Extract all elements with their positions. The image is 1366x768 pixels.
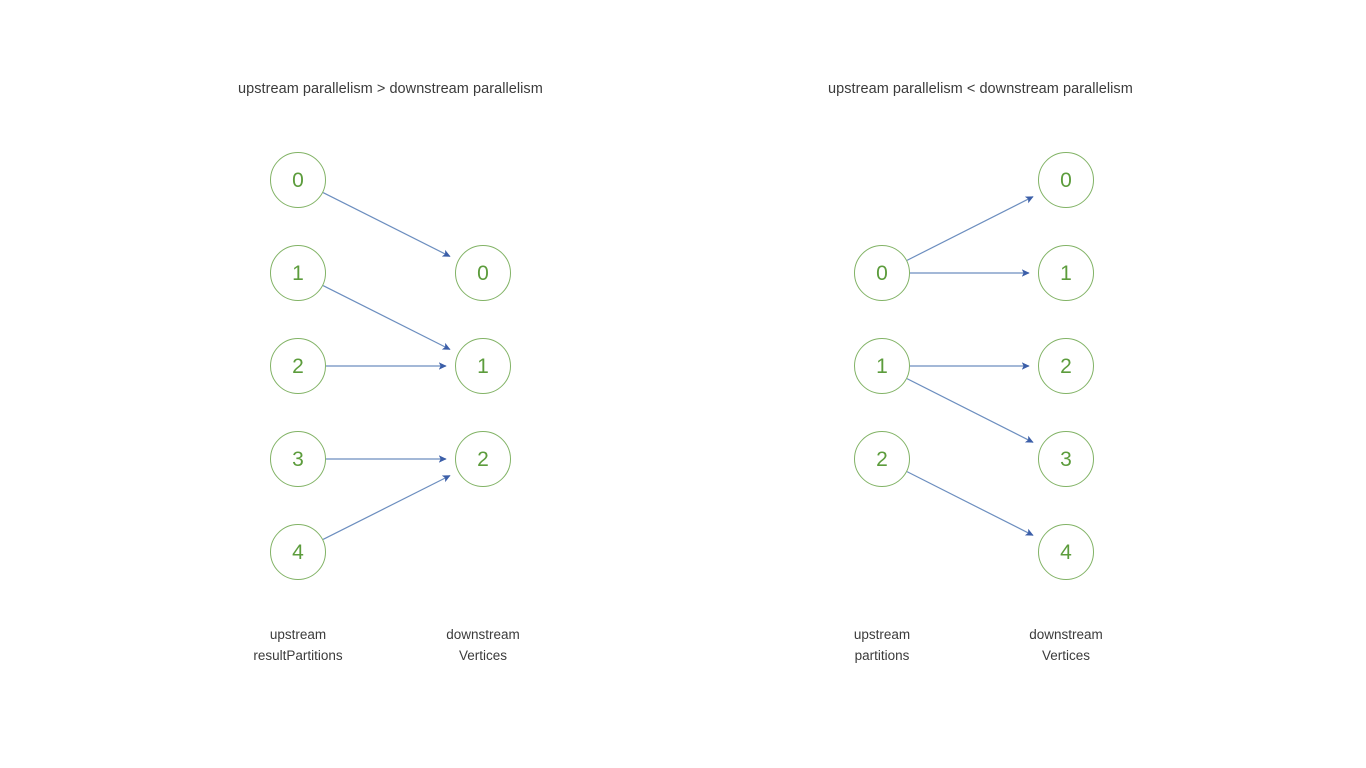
node-right-downstream-3: 3 xyxy=(1038,431,1094,487)
node-left-downstream-0: 0 xyxy=(455,245,511,301)
panel-title-left: upstream parallelism > downstream parall… xyxy=(238,81,543,97)
node-right-upstream-0: 0 xyxy=(854,245,910,301)
node-label: 1 xyxy=(876,354,888,378)
node-left-downstream-2: 2 xyxy=(455,431,511,487)
node-label: 1 xyxy=(477,354,489,378)
node-left-downstream-1: 1 xyxy=(455,338,511,394)
node-label: 2 xyxy=(477,447,489,471)
node-label: 4 xyxy=(292,540,304,564)
node-left-upstream-2: 2 xyxy=(270,338,326,394)
column-label-upstream-left-line2: resultPartitions xyxy=(253,648,343,663)
panel-title-right: upstream parallelism < downstream parall… xyxy=(828,81,1133,97)
node-label: 0 xyxy=(477,261,489,285)
column-label-upstream-right: upstream partitions xyxy=(854,624,910,666)
column-label-downstream-right-line2: Vertices xyxy=(1041,648,1091,663)
node-left-upstream-1: 1 xyxy=(270,245,326,301)
column-label-downstream-right-line1: downstream xyxy=(1029,627,1103,642)
node-left-upstream-3: 3 xyxy=(270,431,326,487)
edge-right-0 xyxy=(906,196,1034,261)
column-label-upstream-left-line1: upstream xyxy=(269,627,327,642)
edge-left-0 xyxy=(322,192,451,257)
column-label-downstream-left-line2: Vertices xyxy=(458,648,508,663)
node-label: 0 xyxy=(1060,168,1072,192)
node-left-upstream-4: 4 xyxy=(270,524,326,580)
node-label: 0 xyxy=(876,261,888,285)
edge-left-4 xyxy=(322,475,451,540)
node-right-upstream-2: 2 xyxy=(854,431,910,487)
column-label-downstream-right: downstream Vertices xyxy=(1029,624,1103,666)
node-right-downstream-2: 2 xyxy=(1038,338,1094,394)
node-label: 1 xyxy=(292,261,304,285)
column-label-downstream-left-line1: downstream xyxy=(446,627,520,642)
node-right-downstream-0: 0 xyxy=(1038,152,1094,208)
column-label-downstream-left: downstream Vertices xyxy=(446,624,520,666)
node-label: 3 xyxy=(292,447,304,471)
edge-layer xyxy=(322,192,1034,540)
column-label-upstream-right-line2: partitions xyxy=(854,648,910,663)
node-right-upstream-1: 1 xyxy=(854,338,910,394)
column-label-upstream-right-line1: upstream xyxy=(853,627,911,642)
edge-right-4 xyxy=(906,471,1034,536)
node-right-downstream-1: 1 xyxy=(1038,245,1094,301)
node-label: 2 xyxy=(876,447,888,471)
edge-right-3 xyxy=(906,378,1034,443)
node-left-upstream-0: 0 xyxy=(270,152,326,208)
node-right-downstream-4: 4 xyxy=(1038,524,1094,580)
node-label: 0 xyxy=(292,168,304,192)
node-label: 2 xyxy=(292,354,304,378)
node-label: 1 xyxy=(1060,261,1072,285)
column-label-upstream-left: upstream resultPartitions xyxy=(253,624,342,666)
edge-left-1 xyxy=(322,285,451,350)
node-label: 4 xyxy=(1060,540,1072,564)
node-label: 3 xyxy=(1060,447,1072,471)
node-label: 2 xyxy=(1060,354,1072,378)
